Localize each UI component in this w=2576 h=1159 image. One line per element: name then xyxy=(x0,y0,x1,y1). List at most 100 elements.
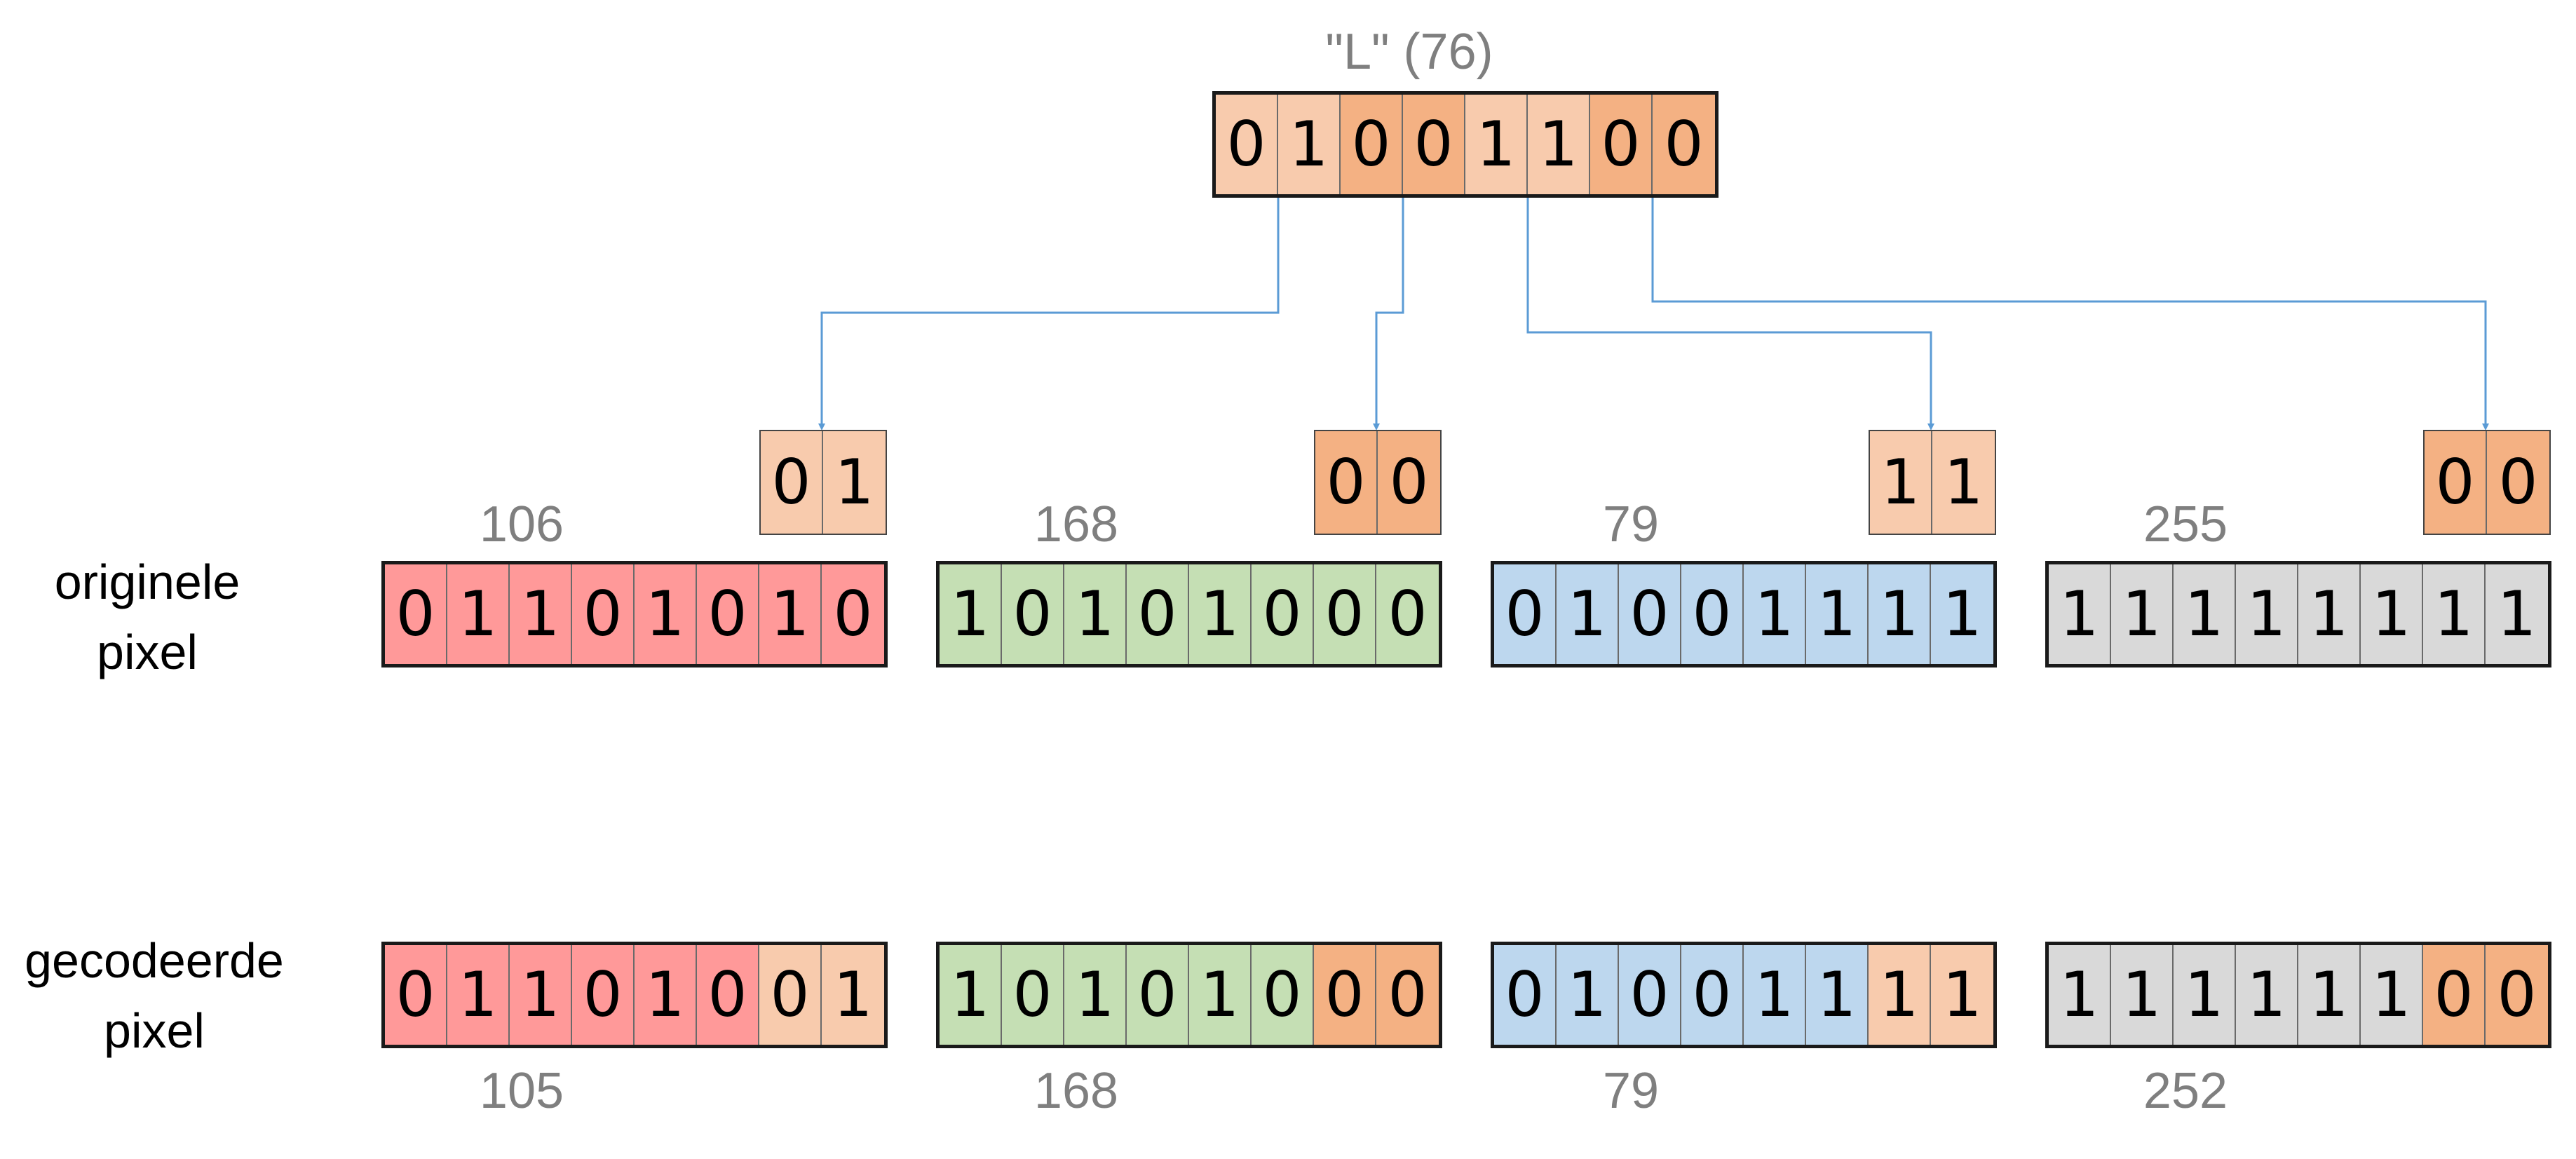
character-bit: 1 xyxy=(1465,95,1528,194)
original-bit: 0 xyxy=(1681,564,1744,664)
original-bit: 0 xyxy=(1127,564,1189,664)
original-row-label: originele pixel xyxy=(21,547,273,687)
original-bit: 1 xyxy=(2111,564,2174,664)
original-value-gray: 255 xyxy=(2143,496,2228,553)
encoded-bit: 0 xyxy=(759,945,822,1045)
original-bit: 1 xyxy=(1806,564,1869,664)
encoded-bit: 1 xyxy=(2174,945,2236,1045)
original-bit: 1 xyxy=(2423,564,2486,664)
encoded-bit: 0 xyxy=(1314,945,1376,1045)
character-label: "L" (76) xyxy=(1325,24,1493,80)
original-bit: 1 xyxy=(1869,564,1931,664)
encoded-value-gray: 252 xyxy=(2143,1063,2228,1119)
original-bit: 1 xyxy=(1064,564,1127,664)
encoded-bit: 1 xyxy=(635,945,697,1045)
character-bit: 0 xyxy=(1341,95,1403,194)
character-bit: 1 xyxy=(1528,95,1590,194)
original-bit: 1 xyxy=(1931,564,1993,664)
original-bit: 0 xyxy=(572,564,635,664)
encoded-bit: 1 xyxy=(1869,945,1931,1045)
original-value-blue: 79 xyxy=(1602,496,1660,553)
original-bit: 0 xyxy=(1619,564,1681,664)
original-bit: 1 xyxy=(1189,564,1252,664)
original-bit: 1 xyxy=(759,564,822,664)
original-bit: 0 xyxy=(1376,564,1439,664)
original-bit: 0 xyxy=(1252,564,1314,664)
encoded-bit: 1 xyxy=(1806,945,1869,1045)
encoded-bit: 0 xyxy=(572,945,635,1045)
encoded-bit: 0 xyxy=(1376,945,1439,1045)
encoded-bit: 1 xyxy=(2236,945,2298,1045)
encoded-bit: 0 xyxy=(2423,945,2486,1045)
encoded-bit: 1 xyxy=(2361,945,2423,1045)
original-bit: 0 xyxy=(385,564,447,664)
original-bit: 1 xyxy=(2174,564,2236,664)
inserted-bit: 0 xyxy=(2425,431,2487,534)
encoded-bit: 1 xyxy=(1189,945,1252,1045)
arrow-to-green xyxy=(1373,198,1404,431)
encoded-bit: 1 xyxy=(510,945,572,1045)
inserted-bit: 1 xyxy=(1932,431,1995,534)
encoded-bit: 1 xyxy=(2298,945,2361,1045)
inserted-bit: 0 xyxy=(1378,431,1440,534)
encoded-value-red: 105 xyxy=(479,1063,564,1119)
character-bit: 0 xyxy=(1216,95,1278,194)
encoded-bit: 1 xyxy=(1744,945,1806,1045)
encoded-bit: 1 xyxy=(2049,945,2111,1045)
encoded-bit: 0 xyxy=(1681,945,1744,1045)
original-bit: 1 xyxy=(2236,564,2298,664)
original-bit: 0 xyxy=(822,564,884,664)
character-bit: 0 xyxy=(1590,95,1653,194)
encoded-bit: 1 xyxy=(822,945,884,1045)
original-bit: 1 xyxy=(635,564,697,664)
original-row-label-line1: originele xyxy=(54,555,240,609)
encoded-value-green: 168 xyxy=(1033,1063,1119,1119)
arrow-to-gray xyxy=(1651,198,2489,431)
original-bit: 1 xyxy=(2298,564,2361,664)
original-bit: 0 xyxy=(1314,564,1376,664)
encoded-bit: 1 xyxy=(1557,945,1619,1045)
original-bit: 0 xyxy=(1002,564,1064,664)
arrow-to-red xyxy=(818,198,1280,431)
encoded-value-blue: 79 xyxy=(1602,1063,1660,1119)
encoded-bit: 1 xyxy=(1931,945,1993,1045)
encoded-row-label: gecodeerde pixel xyxy=(14,926,294,1066)
original-bit: 1 xyxy=(2361,564,2423,664)
original-bit: 1 xyxy=(940,564,1002,664)
encoded-bit: 0 xyxy=(1127,945,1189,1045)
original-bit: 1 xyxy=(2486,564,2548,664)
original-bit: 0 xyxy=(697,564,759,664)
original-bit: 1 xyxy=(447,564,510,664)
encoded-row-label-line1: gecodeerde xyxy=(25,933,284,988)
encoded-bit: 0 xyxy=(2486,945,2548,1045)
encoded-bit: 0 xyxy=(1494,945,1557,1045)
original-bit: 1 xyxy=(1744,564,1806,664)
encoded-bit: 0 xyxy=(697,945,759,1045)
inserted-bit: 1 xyxy=(1870,431,1932,534)
encoded-row-label-line2: pixel xyxy=(104,1003,205,1058)
encoded-bit: 0 xyxy=(1252,945,1314,1045)
original-bit: 0 xyxy=(1494,564,1557,664)
encoded-bit: 0 xyxy=(1619,945,1681,1045)
original-value-red: 106 xyxy=(479,496,564,553)
original-value-green: 168 xyxy=(1033,496,1119,553)
encoded-bit: 1 xyxy=(940,945,1002,1045)
inserted-bit: 1 xyxy=(823,431,886,534)
original-bit: 1 xyxy=(510,564,572,664)
original-bit: 1 xyxy=(2049,564,2111,664)
encoded-bit: 1 xyxy=(1064,945,1127,1045)
inserted-bit: 0 xyxy=(761,431,823,534)
original-bit: 1 xyxy=(1557,564,1619,664)
